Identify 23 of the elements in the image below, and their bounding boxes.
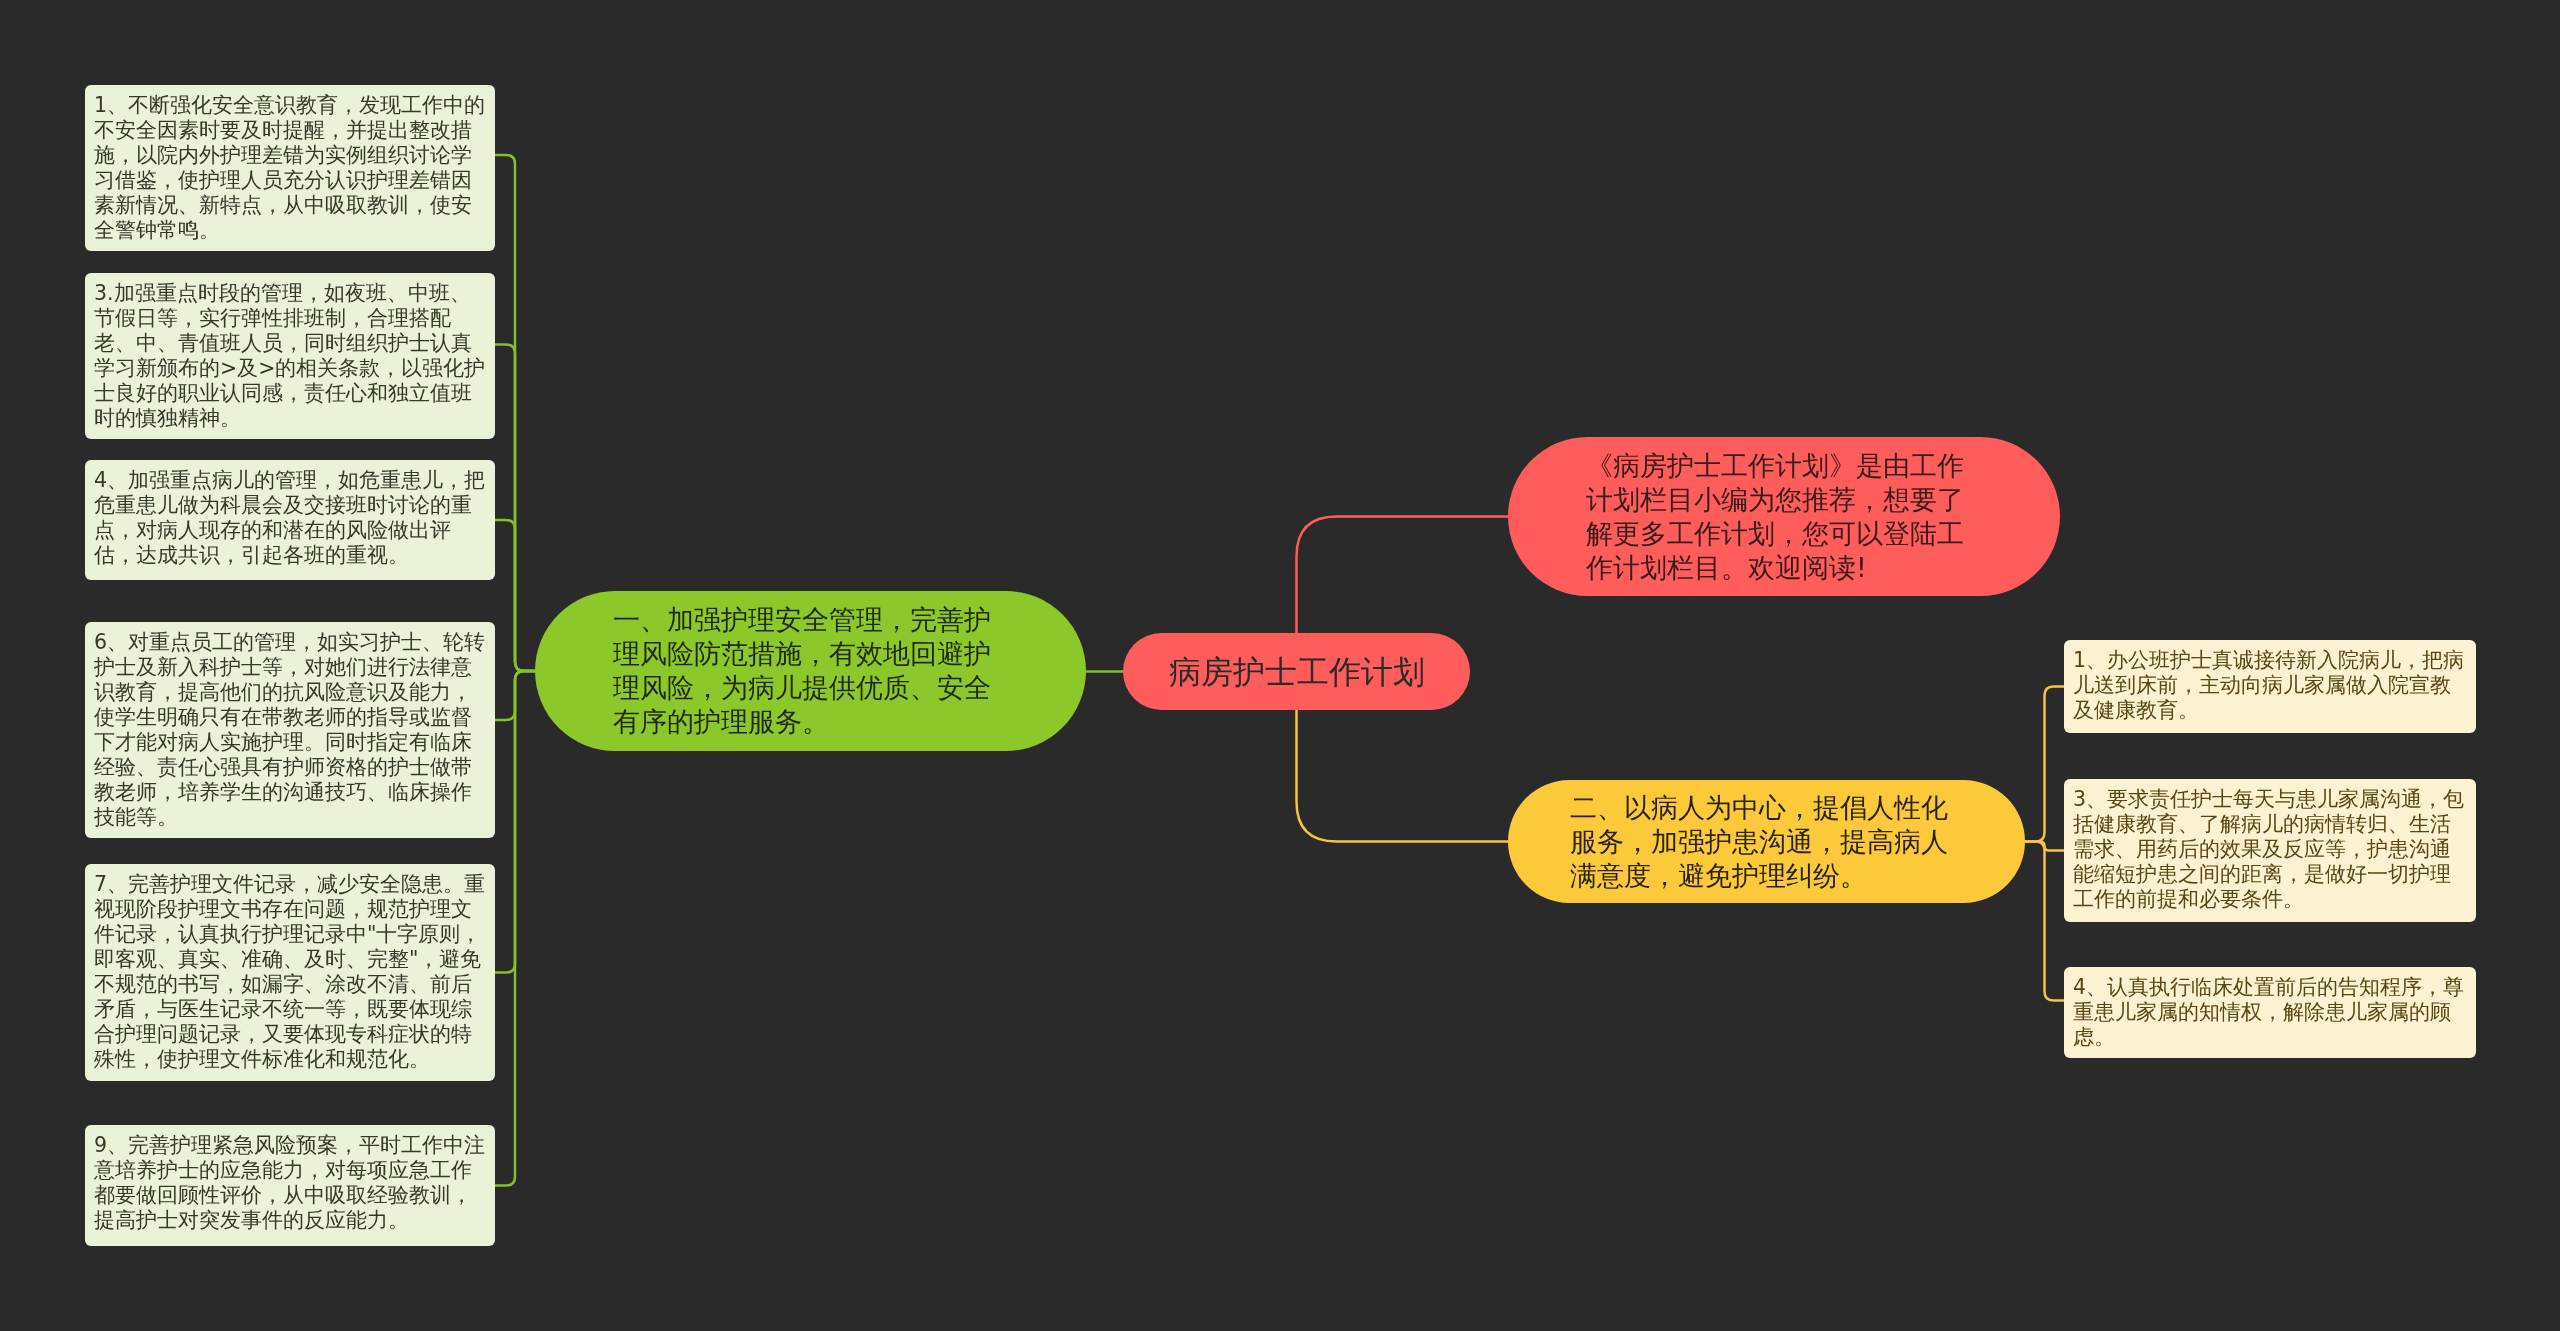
subtopic-card bbox=[85, 1125, 495, 1246]
topic-text: 3.加强重点时段的管理，如夜班、中班、节假日等，实行弹性排班制，合理搭配老、中、青值班人员，同时组织护士认真学习新颁布的>及>的相关条款，以强化护士良好的职业认同感，责任心和独立值班时的慎独精神。 bbox=[94, 281, 486, 431]
subtopic-card bbox=[85, 460, 495, 580]
topic-text: 4、加强重点病儿的管理，如危重患儿，把危重患儿做为科晨会及交接班时讨论的重点，对病人现存的和潜在的风险做出评估，达成共识，引起各班的重视。 bbox=[94, 468, 486, 569]
connector-line bbox=[2025, 840, 2064, 1002]
topic-text: 病房护士工作计划 bbox=[1168, 651, 1425, 692]
topic-text: 1、办公班护士真诚接待新入院病儿，把病儿送到床前，主动向病儿家属做入院宣教及健康教育。 bbox=[2073, 648, 2466, 724]
topic-text: 二、以病人为中心，提倡人性化服务，加强护患沟通，提高病人满意度，避免护理纠纷。 bbox=[1570, 790, 1949, 893]
subtopic-card bbox=[2064, 640, 2476, 733]
subtopic-card bbox=[2064, 779, 2476, 922]
topic-text: 3、要求责任护士每天与患儿家属沟通，包括健康教育、了解病儿的病情转归、生活需求、用药后的效果及反应等，护患沟通能缩短护患之间的距离，是做好一切护理工作的前提和必要条件。 bbox=[2073, 787, 2466, 913]
connector-line bbox=[1295, 515, 1508, 633]
topic-text: 1、不断强化安全意识教育，发现工作中的不安全因素时要及时提醒，并提出整改措施，以院内外护理差错为实例组织讨论学习借鉴，使护理人员充分认识护理差错因素新情况、新特点，从中吸取教训，使安全警钟常鸣。 bbox=[94, 93, 486, 243]
topic-text: 《病房护士工作计划》是由工作计划栏目小编为您推荐，想要了解更多工作计划，您可以登陆工作计划栏目。欢迎阅读! bbox=[1586, 448, 1965, 585]
topic-text: 7、完善护理文件记录，减少安全隐患。重视现阶段护理文书存在问题，规范护理文件记录，认真执行护理记录中"十字原则，即客观、真实、准确、及时、完整"，避免不规范的书写，如漏字、涂改不清、前后矛盾，与医生记录不统一等，既要体现综合护理问题记录，又要体现专科症状的特殊性，使护理文件标准化和规范化。 bbox=[94, 872, 486, 1073]
topic-text: 4、认真执行临床处置前后的告知程序，尊重患儿家属的知情权，解除患儿家属的顾虑。 bbox=[2073, 975, 2466, 1050]
topic-text: 9、完善护理紧急风险预案，平时工作中注意培养护士的应急能力，对每项应急工作都要做回顾性评价，从中吸取经验教训，提高护士对突发事件的反应能力。 bbox=[94, 1133, 486, 1234]
connector-line bbox=[495, 669, 535, 1187]
connector-line bbox=[1086, 670, 1123, 673]
topic-text: 6、对重点员工的管理，如实习护士、轮转护士及新入科护士等，对她们进行法律意识教育，提高他们的抗风险意识及能力，使学生明确只有在带教老师的指导或监督下才能对病人实施护理。同时指定有临床经验、责任心强具有护师资格的护士做带教老师，培养学生的沟通技巧、临床操作技能等。 bbox=[94, 630, 486, 830]
subtopic-card bbox=[2064, 967, 2476, 1058]
topic-text: 一、加强护理安全管理，完善护理风险防范措施，有效地回避护理风险，为病儿提供优质、安全有序的护理服务。 bbox=[613, 603, 992, 739]
connector-line bbox=[1295, 710, 1508, 843]
